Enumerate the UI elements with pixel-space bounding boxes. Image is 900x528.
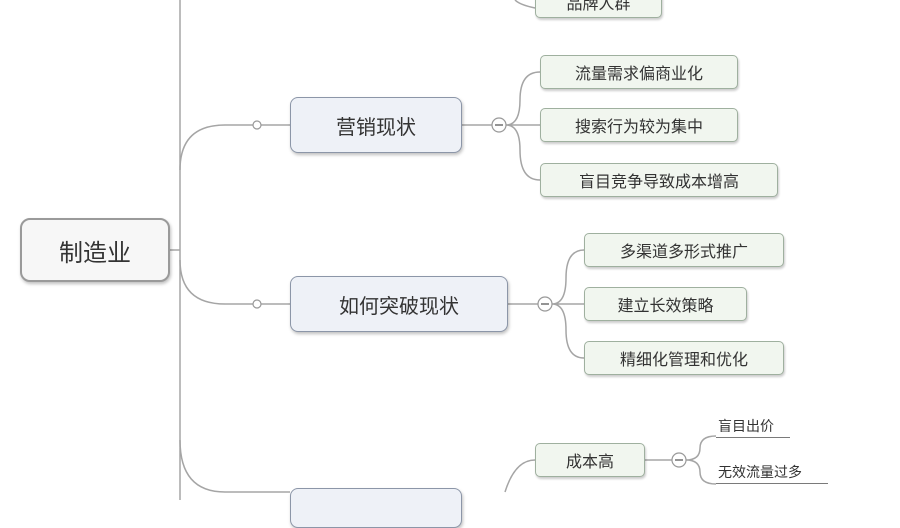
expand-dot-breakthrough[interactable] [252,299,262,309]
leaf-node-traffic[interactable]: 无效流量过多 [716,460,828,484]
connector-breakthrough [179,259,290,305]
branch-label: 如何突破现状 [339,293,459,318]
sub-node-marketing-2[interactable]: 搜索行为较为集中 [540,108,738,142]
branch-label: 营销现状 [336,114,416,139]
connector-marketing-children [462,71,541,181]
branch-node-bottom[interactable] [290,488,462,528]
sub-node-label: 多渠道多形式推广 [619,242,748,261]
sub-node-marketing-1[interactable]: 流量需求偏商业化 [540,55,738,89]
connector-lines [170,0,717,500]
sub-node-label: 品牌人群 [566,0,631,13]
expand-dot-marketing[interactable] [252,120,262,130]
collapse-icon-cost[interactable] [671,452,687,468]
sub-node-top[interactable]: 品牌人群 [535,0,662,18]
connector-breakthrough-children [508,249,585,359]
connector-marketing [179,124,290,171]
sub-node-label: 盲目竞争导致成本增高 [578,172,739,191]
branch-node-breakthrough[interactable]: 如何突破现状 [290,276,508,332]
leaf-label: 盲目出价 [718,418,774,435]
connector-top [514,0,536,9]
root-node[interactable]: 制造业 [20,218,170,282]
sub-node-label: 精细化管理和优化 [619,350,748,369]
collapse-icon-breakthrough[interactable] [537,296,553,312]
sub-node-breakthrough-3[interactable]: 精细化管理和优化 [584,341,784,375]
leaf-node-bid[interactable]: 盲目出价 [716,414,790,438]
collapse-icon-marketing[interactable] [491,117,507,133]
sub-node-label: 成本高 [565,452,614,471]
sub-node-breakthrough-2[interactable]: 建立长效策略 [584,287,747,321]
root-label: 制造业 [59,238,131,267]
sub-node-cost[interactable]: 成本高 [535,443,645,477]
leaf-label: 无效流量过多 [718,464,802,481]
sub-node-label: 搜索行为较为集中 [574,117,703,136]
branch-node-marketing[interactable]: 营销现状 [290,97,462,153]
connector-bottom [179,439,290,493]
sub-node-label: 建立长效策略 [617,296,714,315]
connector-bottom-children [504,435,717,493]
sub-node-breakthrough-1[interactable]: 多渠道多形式推广 [584,233,784,267]
sub-node-marketing-3[interactable]: 盲目竞争导致成本增高 [540,163,778,197]
sub-node-label: 流量需求偏商业化 [574,64,703,83]
